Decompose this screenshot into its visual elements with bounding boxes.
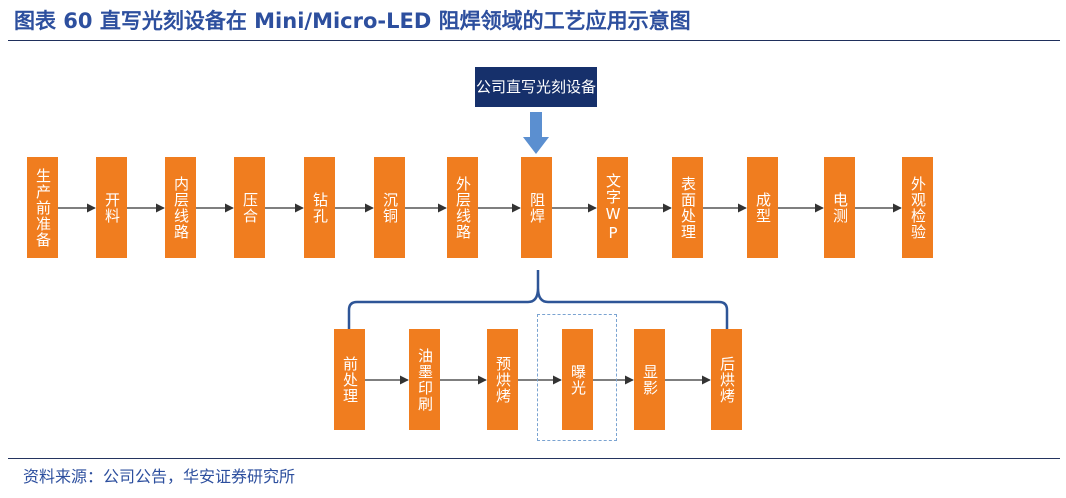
equipment-arrow [523, 112, 549, 154]
substep-exposure: 曝光 [562, 329, 593, 430]
step-inner-layer: 内层线路 [165, 157, 196, 258]
step-profiling: 成型 [747, 157, 778, 258]
substep-pretreatment: 前处理 [334, 329, 365, 430]
substep-postbake: 后烘烤 [711, 329, 742, 430]
step-cutting: 开料 [96, 157, 127, 258]
source-rule [8, 458, 1060, 459]
solder-mask-bracket [347, 270, 729, 330]
substep-prebake: 预烘烤 [487, 329, 518, 430]
step-solder-mask: 阻焊 [521, 157, 552, 258]
step-lamination: 压合 [234, 157, 265, 258]
equipment-box: 公司直写光刻设备 [475, 67, 597, 107]
figure-title: 图表 60 直写光刻设备在 Mini/Micro-LED 阻焊领域的工艺应用示意… [14, 9, 691, 33]
substep-ink-printing: 油墨印刷 [409, 329, 440, 430]
step-prep: 生产前准备 [27, 157, 58, 258]
step-visual-inspection: 外观检验 [902, 157, 933, 258]
substep-development: 显影 [634, 329, 665, 430]
step-surface-finish: 表面处理 [672, 157, 703, 258]
step-copper-plating: 沉铜 [374, 157, 405, 258]
step-electrical-test: 电测 [824, 157, 855, 258]
step-legend-print: 文字WP [597, 157, 628, 258]
step-drilling: 钻孔 [304, 157, 335, 258]
source-note: 资料来源：公司公告，华安证券研究所 [23, 467, 296, 486]
exposure-highlight-frame [537, 314, 617, 441]
step-outer-layer: 外层线路 [447, 157, 478, 258]
title-rule [8, 40, 1060, 41]
